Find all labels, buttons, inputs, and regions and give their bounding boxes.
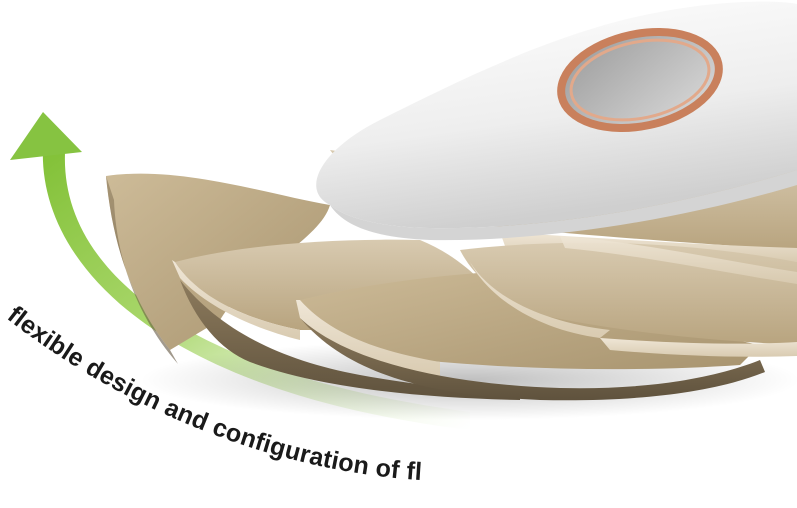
flap-illustration: flexible design and configuration of fla… xyxy=(0,0,797,508)
illustration-stage: flexible design and configuration of fla… xyxy=(0,0,797,508)
